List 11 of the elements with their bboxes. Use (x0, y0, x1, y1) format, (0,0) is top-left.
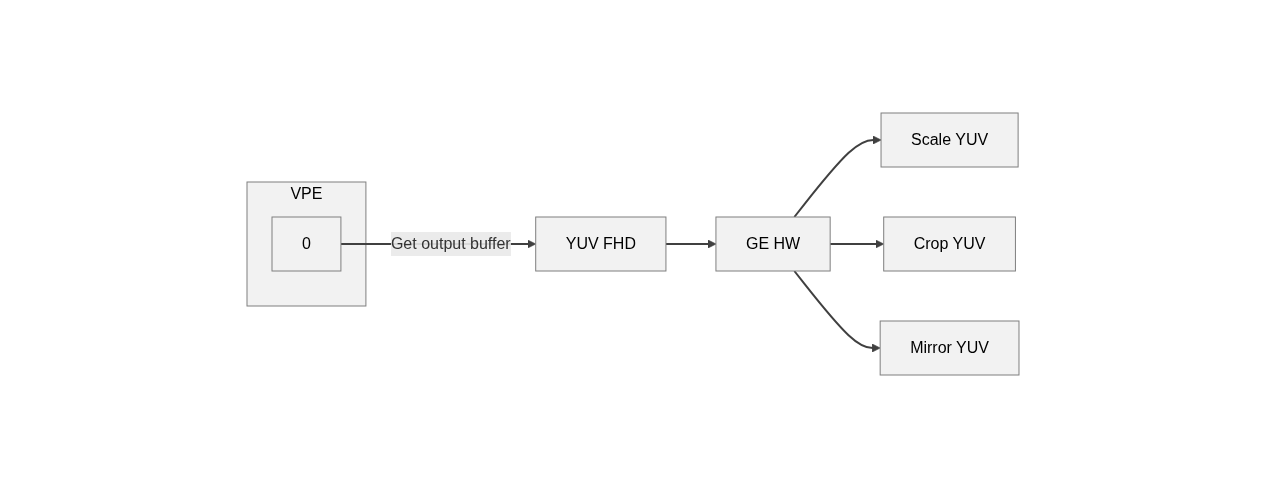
node-box: Crop YUV (883, 216, 1016, 272)
arrow (664, 239, 717, 249)
arrow (793, 135, 882, 218)
arrow (829, 239, 885, 249)
node-box: YUV FHD (535, 216, 667, 272)
node-box: GE HW (715, 216, 831, 272)
arrow (793, 270, 881, 353)
node-box: Mirror YUV (879, 320, 1020, 376)
node-box: 0 (271, 216, 342, 272)
node-box: Scale YUV (880, 112, 1019, 168)
edge-label: Get output buffer (390, 235, 511, 252)
